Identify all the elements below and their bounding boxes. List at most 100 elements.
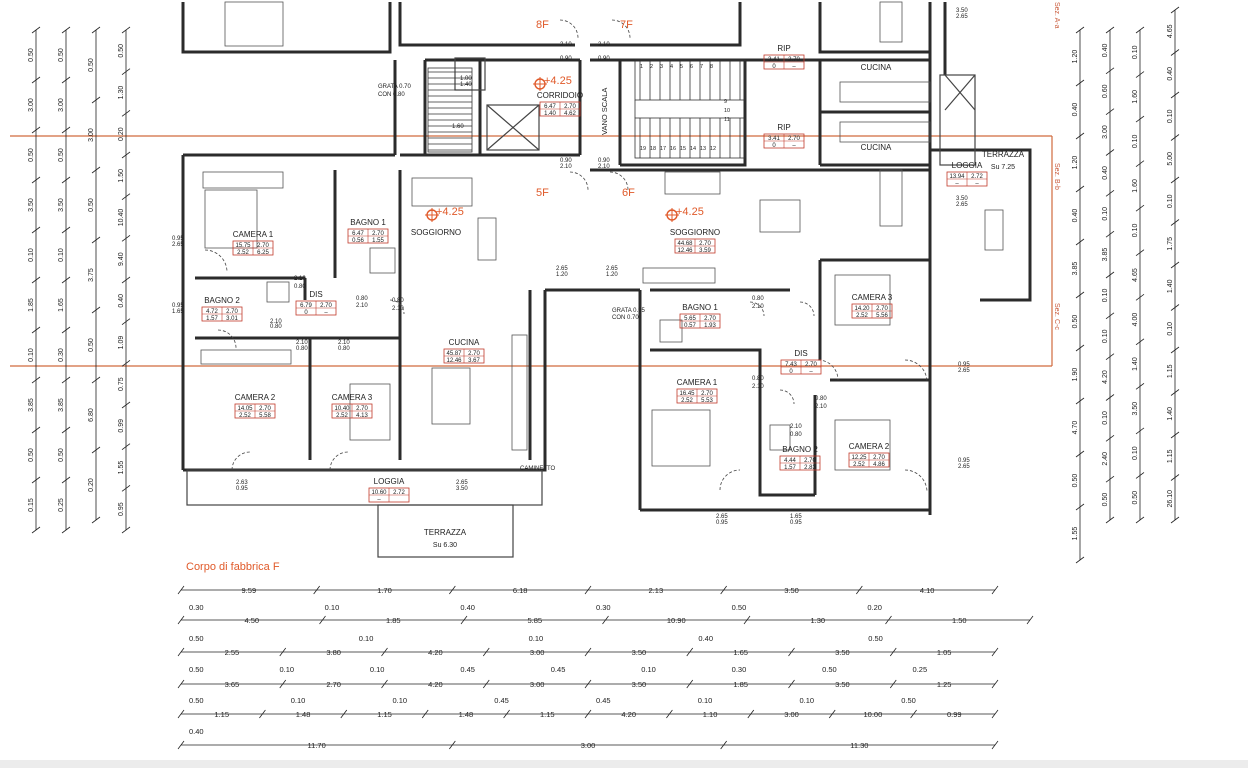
door-label: 2.10 <box>752 384 764 390</box>
door-label: 2.65 <box>606 266 618 272</box>
dimension-value: 0.30 <box>189 603 204 612</box>
dimension-value: 1.40 <box>1132 357 1139 371</box>
door-swing <box>904 469 928 493</box>
door-label: 0.95 <box>236 486 248 492</box>
door-swing <box>569 171 589 191</box>
door-swings <box>204 19 928 493</box>
room-area-value: 5.58 <box>259 413 271 419</box>
dimension-value: 2.55 <box>225 648 240 657</box>
dimension-value: 1.55 <box>1072 527 1079 541</box>
dimension-value: 0.10 <box>1132 224 1139 238</box>
dimension-value: 1.48 <box>459 710 474 719</box>
stair-number: 6 <box>690 64 693 70</box>
stair-number: 12 <box>710 146 716 152</box>
door-label: 0.80 <box>752 376 764 382</box>
room-name: LOGGIA <box>374 477 405 486</box>
dimension-value: 4.10 <box>920 586 935 595</box>
door-label: 2.10 <box>598 164 610 170</box>
dimension-value: 0.50 <box>58 48 65 62</box>
room-name: TERRAZZA <box>424 528 467 537</box>
dimension-value: 0.50 <box>189 696 204 705</box>
room-area-value: 5.53 <box>701 398 713 404</box>
dimension-value: 4.20 <box>1102 370 1109 384</box>
room-area-value: 2.70 <box>876 306 888 312</box>
dimension-value: 4.65 <box>1167 24 1174 38</box>
door-label: 1.20 <box>556 272 568 278</box>
dimension-value: 3.50 <box>835 680 850 689</box>
room-area-value: 1.93 <box>704 323 716 329</box>
door-label: 2.10 <box>752 304 764 310</box>
door-label: 0.80 <box>338 346 350 352</box>
stair-number: 18 <box>650 146 656 152</box>
door-label: 1.60 <box>452 124 464 130</box>
room-area-value: 7.43 <box>785 362 797 368</box>
dimension-value: 1.75 <box>1167 237 1174 251</box>
right-dimension-chains: 1.200.401.200.403.850.501.904.700.501.55… <box>1072 6 1180 564</box>
room-name: CUCINA <box>449 338 480 347</box>
room-name: BAGNO 2 <box>204 296 240 305</box>
room-area-value: 2.70 <box>259 406 271 412</box>
door-label: 2.65 <box>956 202 968 208</box>
door-label: 0.80 <box>815 396 827 402</box>
apartment-label: 8F <box>536 19 549 31</box>
room-area-value: – <box>809 369 813 375</box>
dimension-value: 1.15 <box>214 710 229 719</box>
dimension-value: 0.10 <box>291 696 306 705</box>
level-marks: +4.25 +4.25 +4.25 <box>425 75 704 222</box>
door-label: 0.80 <box>356 296 368 302</box>
room-area-value: 14.05 <box>237 406 253 412</box>
room-area-value: 4.86 <box>873 462 885 468</box>
room-name: BAGNO 2 <box>782 445 818 454</box>
room-area-value: 3.41 <box>768 57 780 63</box>
bottom-strip <box>0 760 1248 768</box>
door-label: 2.10 <box>392 306 404 312</box>
dimension-value: 11.70 <box>308 741 326 750</box>
door-swing <box>231 451 251 471</box>
room-name: LOGGIA <box>952 161 983 170</box>
door-label: CON 0.70 <box>612 315 639 321</box>
room-area-value: 13.94 <box>949 174 965 180</box>
room-area-value: 3.59 <box>699 248 711 254</box>
room-area-value: 2.70 <box>788 136 800 142</box>
room-area-value: 2.52 <box>856 313 868 319</box>
dimension-value: 0.40 <box>460 603 475 612</box>
door-label: 0.80 <box>296 346 308 352</box>
dimension-value: 0.10 <box>800 696 815 705</box>
dimension-value: 10.40 <box>118 209 125 227</box>
dimension-value: 3.85 <box>1072 262 1079 276</box>
dimension-value: 4.20 <box>621 710 636 719</box>
door-swing <box>559 19 579 39</box>
door-label: 0.90 <box>598 56 610 62</box>
dimension-value: 0.50 <box>822 665 837 674</box>
dimension-value: 3.85 <box>28 398 35 412</box>
stair-number: 14 <box>690 146 696 152</box>
room-area-value: 4.44 <box>784 458 796 464</box>
room-name: SOGGIORNO <box>411 228 461 237</box>
room-area-value: 2.70 <box>704 316 716 322</box>
room-area-value: 2.52 <box>681 398 693 404</box>
door-swing <box>329 451 349 471</box>
dimension-value: 3.80 <box>326 648 341 657</box>
dimension-value: 2.70 <box>326 680 341 689</box>
door-swing <box>749 301 765 317</box>
door-label: 0.95 <box>172 236 184 242</box>
room-area-value: 6.47 <box>352 231 364 237</box>
room-name: CAMERA 3 <box>332 393 373 402</box>
dimension-value: 0.50 <box>28 48 35 62</box>
room-area-value: 44.68 <box>677 241 693 247</box>
room-area-value: – <box>975 181 979 187</box>
room-area-value: 3.67 <box>468 358 480 364</box>
dimension-value: 0.50 <box>58 148 65 162</box>
stair-number: 3 <box>660 64 663 70</box>
room-area-value: 12.25 <box>851 455 867 461</box>
dimension-value: 3.00 <box>530 680 545 689</box>
room-name: CAMERA 1 <box>677 378 718 387</box>
door-label: 2.65 <box>958 368 970 374</box>
dimension-value: 0.50 <box>1072 315 1079 329</box>
